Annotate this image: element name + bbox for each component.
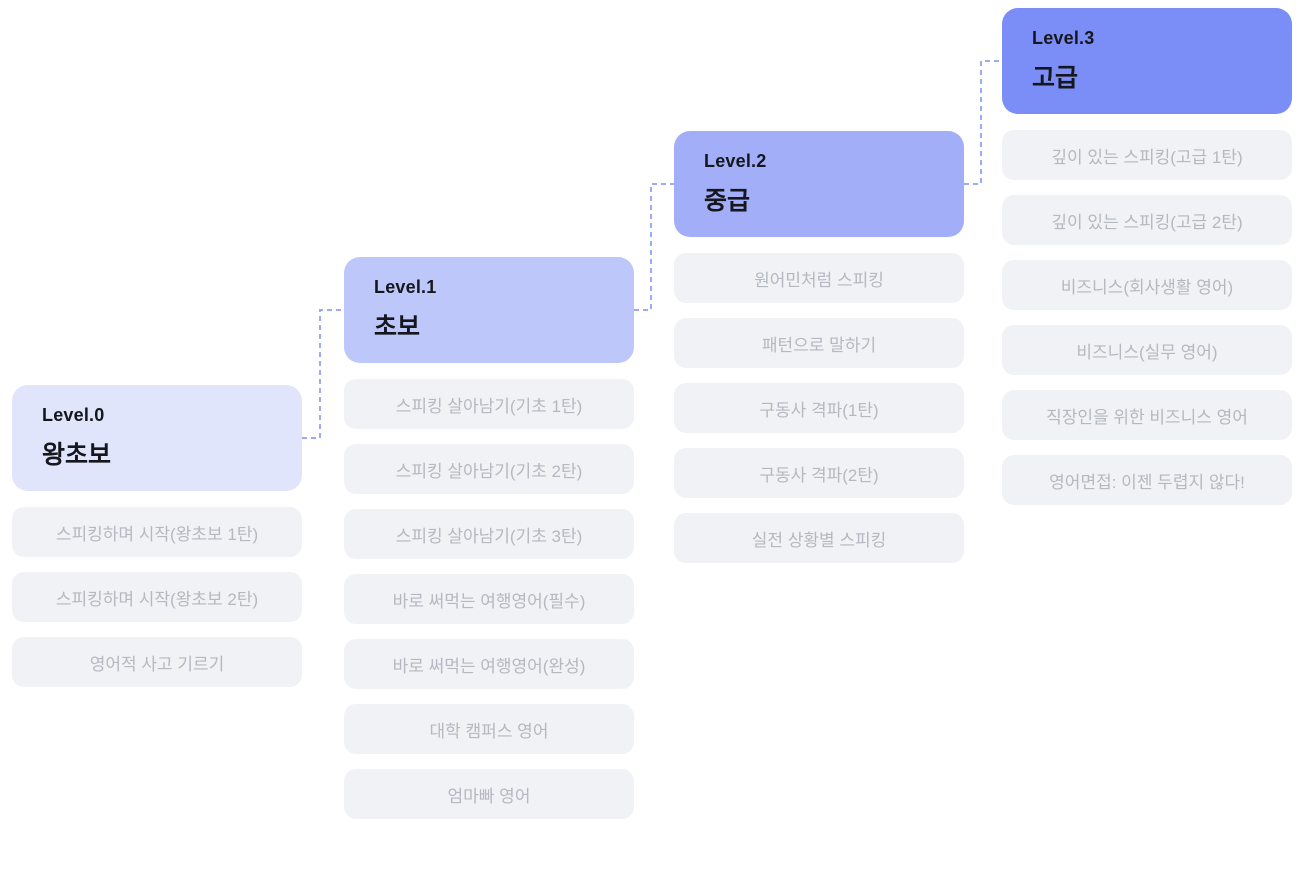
level-column-0: Level.0 왕초보 스피킹하며 시작(왕초보 1탄) 스피킹하며 시작(왕초… [12,385,302,687]
course-chip[interactable]: 비즈니스(실무 영어) [1002,325,1292,375]
connector-level0-level1 [302,309,344,439]
connector-level1-level2 [634,183,674,311]
course-chip[interactable]: 패턴으로 말하기 [674,318,964,368]
course-chip[interactable]: 실전 상황별 스피킹 [674,513,964,563]
level-1-name: 초보 [374,313,421,341]
course-chip[interactable]: 영어적 사고 기르기 [12,637,302,687]
level-3-label: Level.3 [1032,28,1095,48]
level-3-header[interactable]: Level.3 고급 [1002,8,1292,114]
course-chip[interactable]: 영어면접: 이젠 두렵지 않다! [1002,455,1292,505]
course-chip[interactable]: 비즈니스(회사생활 영어) [1002,260,1292,310]
course-chip[interactable]: 엄마빠 영어 [344,769,634,819]
course-chip[interactable]: 대학 캠퍼스 영어 [344,704,634,754]
course-chip[interactable]: 직장인을 위한 비즈니스 영어 [1002,390,1292,440]
level-column-2: Level.2 중급 원어민처럼 스피킹 패턴으로 말하기 구동사 격파(1탄)… [674,131,964,563]
course-chip[interactable]: 스피킹 살아남기(기초 3탄) [344,509,634,559]
level-2-name: 중급 [704,187,751,215]
level-1-header[interactable]: Level.1 초보 [344,257,634,363]
course-chip[interactable]: 스피킹 살아남기(기초 1탄) [344,379,634,429]
course-chip[interactable]: 스피킹하며 시작(왕초보 1탄) [12,507,302,557]
level-2-course-list: 원어민처럼 스피킹 패턴으로 말하기 구동사 격파(1탄) 구동사 격파(2탄)… [674,253,964,563]
level-3-name: 고급 [1032,64,1079,92]
course-chip[interactable]: 구동사 격파(1탄) [674,383,964,433]
level-1-label: Level.1 [374,277,437,297]
connector-level2-level3 [964,60,1002,185]
level-1-course-list: 스피킹 살아남기(기초 1탄) 스피킹 살아남기(기초 2탄) 스피킹 살아남기… [344,379,634,819]
level-0-label: Level.0 [42,405,105,425]
course-chip[interactable]: 깊이 있는 스피킹(고급 2탄) [1002,195,1292,245]
level-2-label: Level.2 [704,151,767,171]
course-chip[interactable]: 깊이 있는 스피킹(고급 1탄) [1002,130,1292,180]
level-0-name: 왕초보 [42,441,112,469]
course-chip[interactable]: 바로 써먹는 여행영어(필수) [344,574,634,624]
level-2-header[interactable]: Level.2 중급 [674,131,964,237]
level-column-1: Level.1 초보 스피킹 살아남기(기초 1탄) 스피킹 살아남기(기초 2… [344,257,634,819]
level-0-header[interactable]: Level.0 왕초보 [12,385,302,491]
course-chip[interactable]: 원어민처럼 스피킹 [674,253,964,303]
course-chip[interactable]: 바로 써먹는 여행영어(완성) [344,639,634,689]
course-chip[interactable]: 구동사 격파(2탄) [674,448,964,498]
course-chip[interactable]: 스피킹 살아남기(기초 2탄) [344,444,634,494]
level-3-course-list: 깊이 있는 스피킹(고급 1탄) 깊이 있는 스피킹(고급 2탄) 비즈니스(회… [1002,130,1292,505]
level-column-3: Level.3 고급 깊이 있는 스피킹(고급 1탄) 깊이 있는 스피킹(고급… [1002,8,1292,505]
course-chip[interactable]: 스피킹하며 시작(왕초보 2탄) [12,572,302,622]
level-0-course-list: 스피킹하며 시작(왕초보 1탄) 스피킹하며 시작(왕초보 2탄) 영어적 사고… [12,507,302,687]
